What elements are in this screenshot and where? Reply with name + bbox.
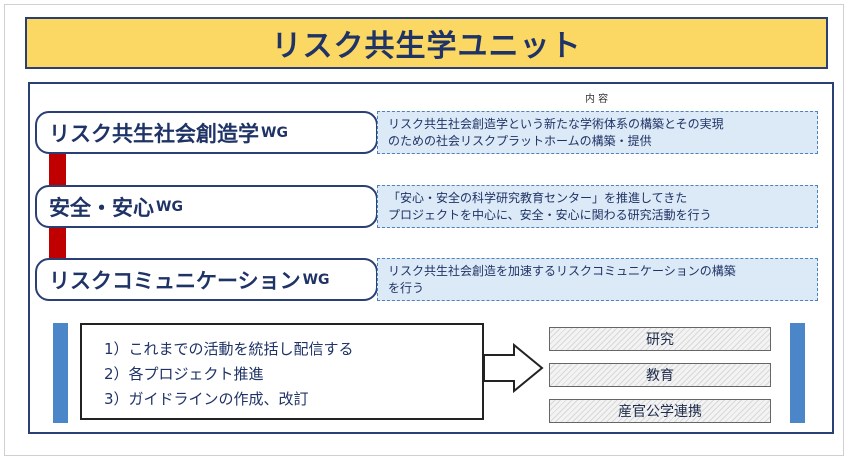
wg-name: 安全・安心 — [49, 195, 154, 220]
wg-description-line: プロジェクトを中心に、安全・安心に関わる研究活動を行う — [388, 208, 712, 222]
wg-description: リスク共生社会創造を加速するリスクコミュニケーションの構築 を行う — [377, 258, 818, 301]
content-frame — [28, 82, 834, 434]
wg-connector-1 — [49, 154, 66, 185]
title-banner: リスク共生学ユニット — [25, 17, 828, 69]
activity-item: 1）これまでの活動を統括し配信する — [104, 340, 354, 358]
wg-description-line: 「安心・安全の科学研究教育センター」を推進してきた — [388, 191, 688, 205]
wg-description-line: リスク共生社会創造学という新たな学術体系の構築とその実現 — [388, 117, 724, 131]
wg-suffix: WG — [261, 124, 288, 141]
right-side-bar — [790, 323, 805, 423]
wg-description-line: リスク共生社会創造を加速するリスクコミュニケーションの構築 — [388, 264, 736, 278]
output-research: 研究 — [549, 327, 771, 351]
wg-description: 「安心・安全の科学研究教育センター」を推進してきた プロジェクトを中心に、安全・… — [377, 185, 818, 228]
left-side-bar — [53, 323, 68, 423]
wg-description-line: を行う — [388, 281, 425, 295]
page-title: リスク共生学ユニット — [271, 29, 582, 64]
right-arrow-icon — [484, 343, 544, 393]
wg-name: リスク共生社会創造学 — [49, 121, 259, 146]
wg-name: リスクコミュニケーション — [49, 268, 301, 293]
output-education: 教育 — [549, 363, 771, 387]
activity-item: 3）ガイドラインの作成、改訂 — [104, 390, 309, 408]
content-column-header: 内 容 — [585, 94, 609, 105]
wg-suffix: WG — [156, 198, 183, 215]
output-industry-collaboration: 産官公学連携 — [549, 399, 771, 423]
wg-description: リスク共生社会創造学という新たな学術体系の構築とその実現 のための社会リスクプラ… — [377, 111, 818, 154]
activities-box: 1）これまでの活動を統括し配信する 2）各プロジェクト推進 3）ガイドラインの作… — [80, 323, 484, 420]
wg-suffix: WG — [302, 271, 330, 288]
activity-item: 2）各プロジェクト推進 — [104, 365, 264, 383]
wg-description-line: のための社会リスクプラットホームの構築・提供 — [388, 134, 652, 148]
wg-connector-2 — [49, 228, 66, 259]
